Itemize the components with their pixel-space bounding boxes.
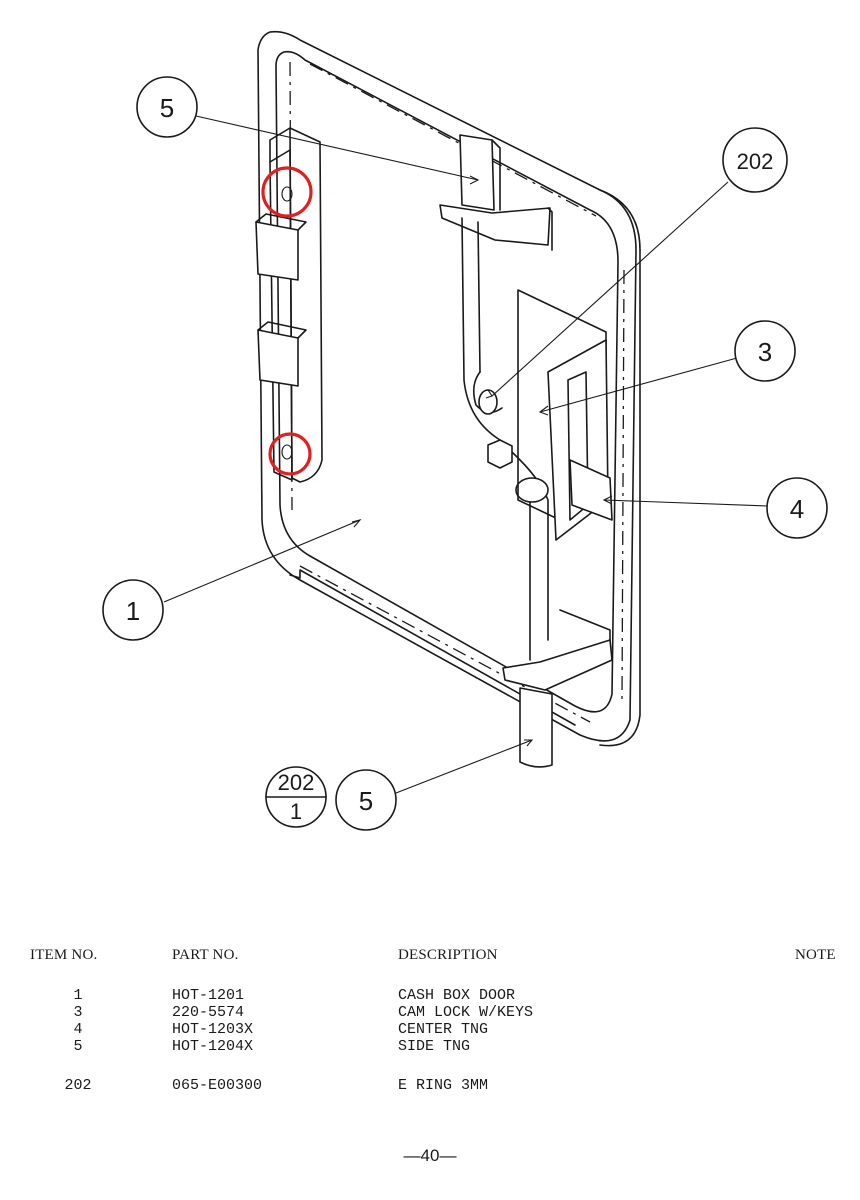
table-row: 3 220-5574 CAM LOCK W/KEYS [30, 1004, 840, 1021]
side-tongue-bottom [502, 609, 613, 768]
row-part: HOT-1204X [172, 1038, 254, 1055]
row-description: CASH BOX DOOR [398, 987, 516, 1004]
exploded-parts-diagram: 5 202 3 4 1 202 1 5 [102, 30, 828, 831]
row-item: 4 [73, 1021, 83, 1038]
callout-1: 1 [102, 579, 164, 641]
row-part: 220-5574 [172, 1004, 245, 1021]
row-part: HOT-1203X [172, 1021, 254, 1038]
callout-202-1-bottom: 202 1 [265, 766, 327, 828]
callout-4: 4 [766, 477, 828, 539]
row-item: 1 [73, 987, 83, 1004]
header-description: DESCRIPTION [398, 947, 498, 963]
row-part: 065-E00300 [172, 1077, 263, 1094]
row-description: SIDE TNG [398, 1038, 471, 1055]
header-item-no: ITEM NO. [30, 947, 98, 963]
table-header-row: ITEM NO. PART NO. DESCRIPTION NOTE [30, 935, 840, 975]
callout-label: 3 [758, 337, 772, 367]
row-item: 5 [73, 1038, 83, 1055]
row-description: CENTER TNG [398, 1021, 489, 1038]
table-row: 4 HOT-1203X CENTER TNG [30, 1021, 840, 1038]
row-part: HOT-1201 [172, 987, 245, 1004]
highlight-ring-top [261, 166, 313, 218]
callout-3: 3 [734, 320, 796, 382]
row-description: CAM LOCK W/KEYS [398, 1004, 534, 1021]
callout-label: 202 [278, 770, 315, 795]
row-description: E RING 3MM [398, 1077, 489, 1094]
page-number: —40— [403, 1146, 457, 1165]
callout-label: 1 [126, 596, 140, 626]
table-row: 5 HOT-1204X SIDE TNG [30, 1038, 840, 1055]
callout-label: 5 [359, 786, 373, 816]
callout-5-top: 5 [136, 76, 198, 138]
callout-5-bottom: 5 [335, 769, 397, 831]
callout-label: 4 [790, 494, 804, 524]
table-row: 1 HOT-1201 CASH BOX DOOR [30, 987, 840, 1004]
parts-list-table: ITEM NO. PART NO. DESCRIPTION NOTE 1 HOT… [30, 935, 840, 1094]
callout-202-right: 202 [722, 127, 788, 193]
header-part-no: PART NO. [172, 947, 239, 963]
side-tongue-top [439, 134, 553, 251]
row-item: 202 [64, 1077, 92, 1094]
row-item: 3 [73, 1004, 83, 1021]
callout-label: 5 [160, 93, 174, 123]
center-latch-assembly [461, 217, 613, 661]
table-row: 202 065-E00300 E RING 3MM [30, 1077, 840, 1094]
leader-lines [163, 115, 769, 794]
callout-label: 1 [290, 799, 302, 824]
callout-label: 202 [737, 149, 774, 174]
hinge-bracket [255, 127, 323, 483]
header-note: NOTE [795, 947, 836, 963]
highlight-ring-bottom [268, 432, 312, 476]
